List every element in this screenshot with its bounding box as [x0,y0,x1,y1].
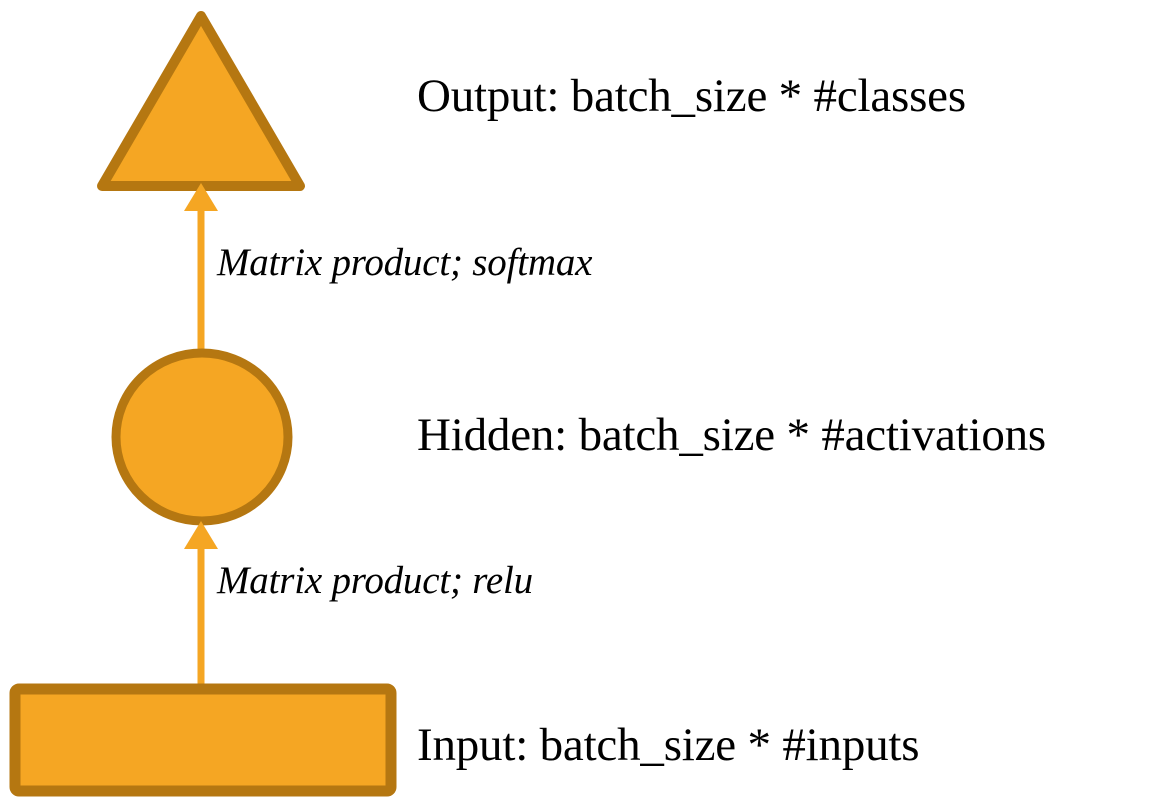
arrow-input-to-hidden[interactable] [168,518,234,694]
input-layer-label: Input: batch_size * #inputs [417,719,920,771]
hidden-layer-label: Hidden: batch_size * #activations [417,409,1047,461]
arrow-up-icon [184,183,218,358]
triangle-shape [97,11,305,191]
arrow-up-icon [184,521,218,694]
edge-label-input-to-hidden: Matrix product; relu [217,559,533,602]
output-layer-triangle[interactable] [96,10,306,192]
output-layer-label: Output: batch_size * #classes [417,70,966,122]
input-layer-rectangle[interactable] [8,682,398,798]
circle-shape [111,348,293,526]
arrow-hidden-to-output[interactable] [168,180,234,358]
edge-label-hidden-to-output: Matrix product; softmax [217,241,593,284]
hidden-layer-circle[interactable] [108,345,296,529]
rectangle-shape [9,683,397,797]
